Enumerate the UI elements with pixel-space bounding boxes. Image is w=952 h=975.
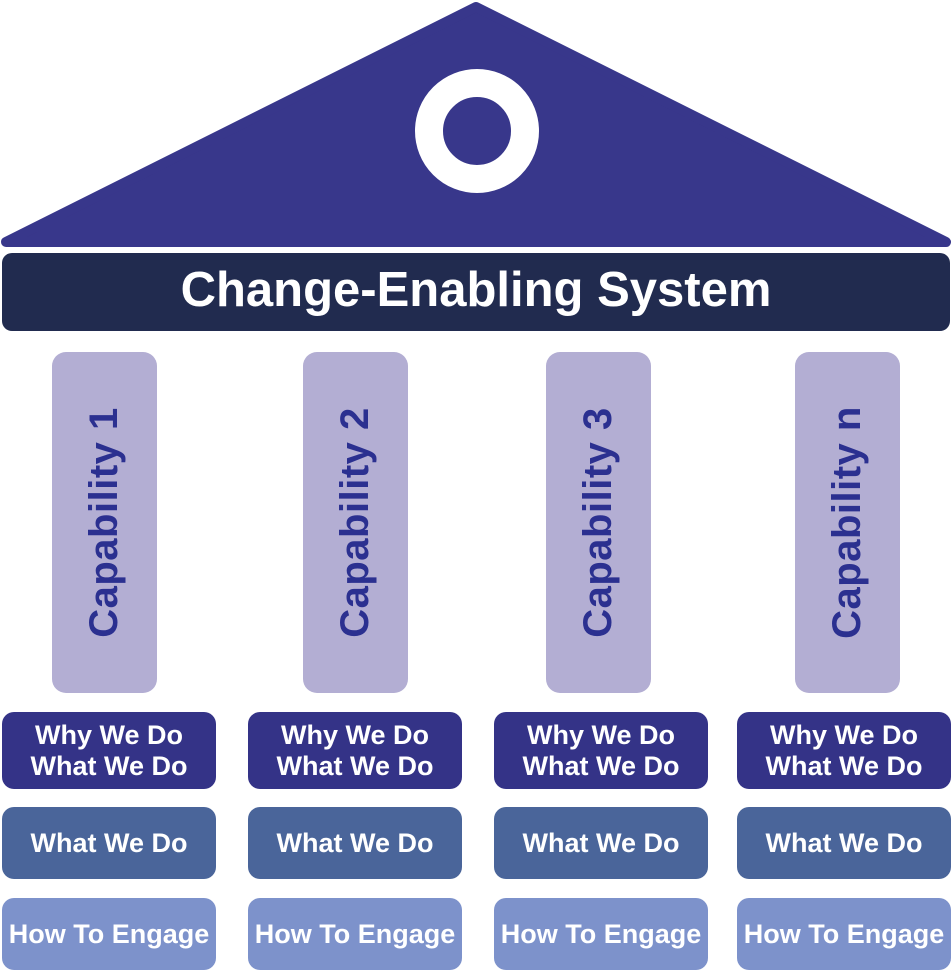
ring-icon <box>415 69 539 193</box>
why-we-do-box: Why We Do What We Do <box>248 712 462 789</box>
how-label: How To Engage <box>8 918 210 949</box>
why-we-do-box: Why We Do What We Do <box>494 712 708 789</box>
why-line-2: What We Do <box>765 750 923 781</box>
pillar-label: Capability 2 <box>333 407 378 638</box>
how-to-engage-box: How To Engage <box>737 898 951 970</box>
why-line-1: Why We Do <box>527 720 675 750</box>
roof-shape <box>1 2 951 247</box>
pillar-capability-1: Capability 1 <box>52 352 157 693</box>
pillar-capability-n: Capability n <box>795 352 900 693</box>
why-line-1: Why We Do <box>281 720 429 750</box>
how-to-engage-box: How To Engage <box>494 898 708 970</box>
what-we-do-box: What We Do <box>2 807 216 879</box>
what-we-do-box: What We Do <box>248 807 462 879</box>
how-to-engage-box: How To Engage <box>2 898 216 970</box>
pillar-capability-2: Capability 2 <box>303 352 408 693</box>
pillar-label: Capability n <box>825 406 870 639</box>
title-banner: Change-Enabling System <box>2 253 950 331</box>
how-label: How To Engage <box>743 918 945 949</box>
what-label: What We Do <box>765 827 923 858</box>
why-we-do-box: Why We Do What We Do <box>737 712 951 789</box>
why-line-2: What We Do <box>522 750 680 781</box>
page-title: Change-Enabling System <box>180 263 772 317</box>
pillar-label: Capability 3 <box>576 407 621 638</box>
pillar-label: Capability 1 <box>82 407 127 638</box>
what-label: What We Do <box>276 827 434 858</box>
what-we-do-box: What We Do <box>737 807 951 879</box>
what-label: What We Do <box>30 827 188 858</box>
why-line-1: Why We Do <box>35 720 183 750</box>
how-label: How To Engage <box>500 918 702 949</box>
how-to-engage-box: How To Engage <box>248 898 462 970</box>
why-line-2: What We Do <box>30 750 188 781</box>
how-label: How To Engage <box>254 918 456 949</box>
why-line-1: Why We Do <box>770 720 918 750</box>
what-we-do-box: What We Do <box>494 807 708 879</box>
roof-triangle <box>1 2 951 247</box>
what-label: What We Do <box>522 827 680 858</box>
why-we-do-box: Why We Do What We Do <box>2 712 216 789</box>
pillar-capability-3: Capability 3 <box>546 352 651 693</box>
why-line-2: What We Do <box>276 750 434 781</box>
